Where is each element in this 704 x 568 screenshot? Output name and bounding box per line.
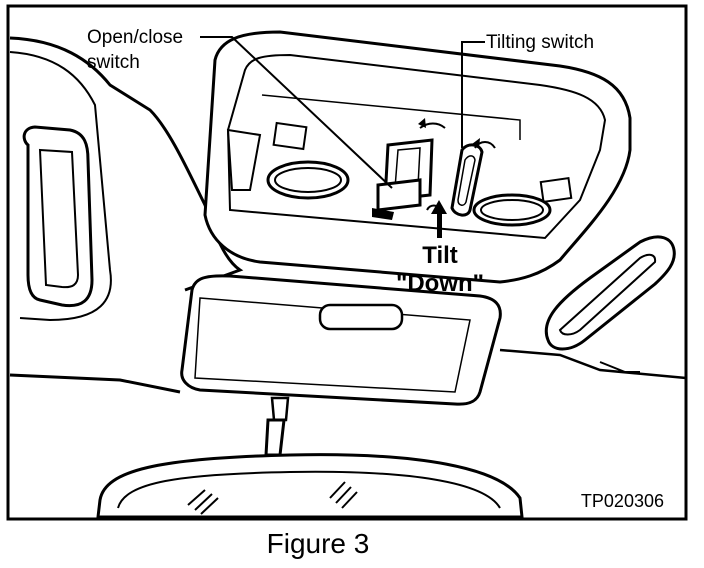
rearview-mirror [96, 453, 524, 519]
tilting-switch-label: Tilting switch [486, 32, 594, 53]
figure-code: TP020306 [581, 491, 664, 511]
tilt-down-arrow [431, 200, 447, 238]
open-close-switch [372, 118, 446, 220]
open-close-label-line1: Open/close [87, 27, 183, 48]
map-light-lid [180, 274, 502, 406]
leader-line-tilting [461, 41, 485, 148]
map-lamp-button-right [472, 193, 552, 227]
open-close-label-line2: switch [87, 52, 140, 73]
mirror-stem [264, 396, 290, 457]
figure-caption: Figure 3 [267, 528, 370, 559]
leader-line-open-close [200, 36, 393, 189]
tilting-switch [426, 138, 496, 217]
map-lamp-button-left [266, 160, 350, 200]
figure-border [6, 4, 688, 521]
tilt-label-line1: Tilt [422, 242, 458, 269]
left-grab-handle [22, 125, 94, 308]
right-grab-handle [544, 235, 676, 351]
